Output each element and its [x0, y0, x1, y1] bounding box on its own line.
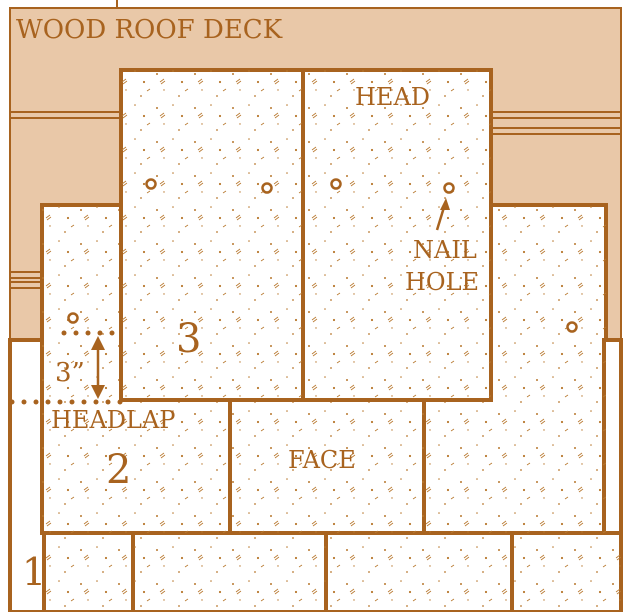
nail-hole-icon: [568, 323, 577, 332]
head-label: HEAD: [355, 83, 430, 111]
slate-right-edge: [604, 340, 621, 533]
nail-hole-icon: [332, 180, 341, 189]
nail-hole-label-line1: NAIL: [413, 236, 477, 264]
wood-roof-deck-label: WOOD ROOF DECK: [16, 15, 283, 45]
face-label: FACE: [288, 446, 356, 474]
nail-hole-icon: [69, 314, 78, 323]
headlap-label: HEADLAP: [51, 406, 175, 434]
slate-number-1: 1: [22, 550, 46, 594]
nail-hole-icon: [445, 184, 454, 193]
slate-course-bottom: [10, 532, 621, 612]
slate-number-3: 3: [176, 316, 201, 362]
nail-hole-icon: [147, 180, 156, 189]
nail-hole-icon: [263, 184, 272, 193]
slate-number-2: 2: [106, 447, 131, 493]
three-inch-label: 3”: [55, 358, 85, 388]
nail-hole-label-line2: HOLE: [405, 268, 479, 296]
